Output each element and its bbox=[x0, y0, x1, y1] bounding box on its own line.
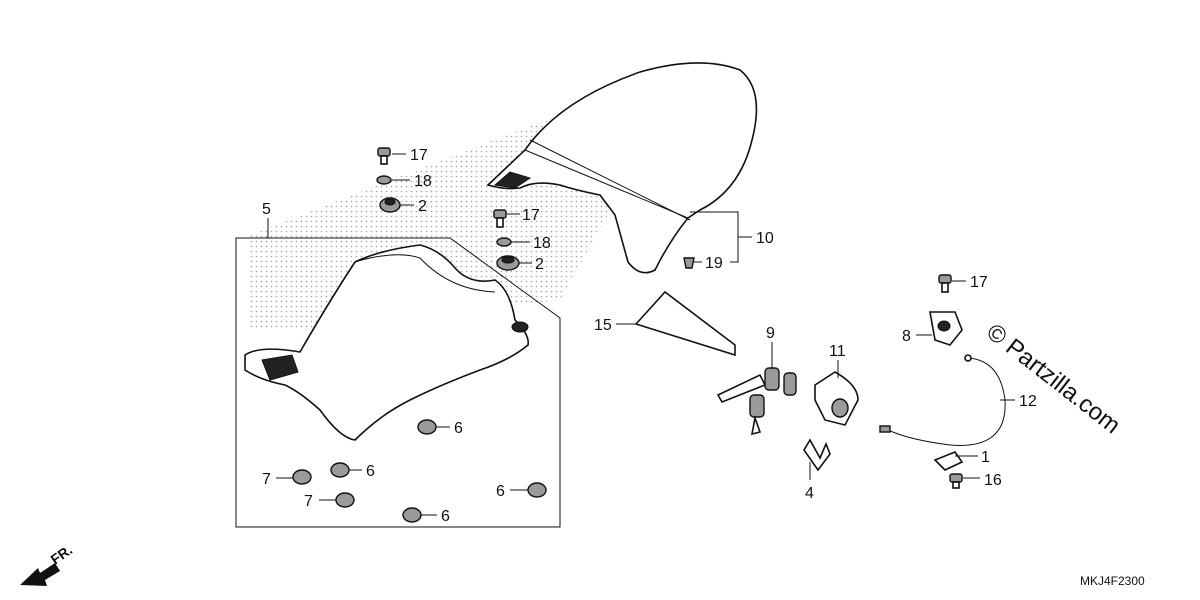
bracket-1[interactable] bbox=[933, 451, 964, 471]
callout-17-upper: 17 bbox=[410, 147, 428, 164]
bolt-17-middle[interactable] bbox=[493, 209, 507, 228]
cushion-7-b[interactable] bbox=[335, 492, 355, 508]
cushion-7-a[interactable] bbox=[292, 469, 312, 485]
front-seat-part-5[interactable] bbox=[244, 244, 530, 441]
callout-11: 11 bbox=[829, 343, 846, 360]
callout-7-b: 7 bbox=[304, 493, 313, 510]
callout-9: 9 bbox=[766, 325, 775, 342]
callout-5: 5 bbox=[262, 201, 271, 218]
cover-11[interactable] bbox=[814, 371, 859, 426]
washer-18-upper[interactable] bbox=[376, 175, 392, 185]
callout-2-upper: 2 bbox=[418, 198, 427, 215]
callout-19: 19 bbox=[705, 255, 723, 272]
diagram-code: MKJ4F2300 bbox=[1080, 574, 1145, 588]
latch-8[interactable] bbox=[929, 274, 963, 346]
cushion-6-c[interactable] bbox=[527, 482, 547, 498]
callout-labels: 17 18 2 5 17 18 2 10 19 15 9 11 4 6 6 6 … bbox=[262, 147, 1037, 525]
callout-2-middle: 2 bbox=[535, 256, 544, 273]
callout-17-middle: 17 bbox=[522, 207, 540, 224]
front-direction-label: FR. bbox=[48, 541, 76, 567]
callout-6-d: 6 bbox=[441, 508, 450, 525]
callout-6-a: 6 bbox=[454, 420, 463, 437]
cable-12[interactable] bbox=[879, 354, 1006, 446]
cushion-6-d[interactable] bbox=[402, 507, 422, 523]
callout-10: 10 bbox=[756, 230, 774, 247]
cushion-6-a[interactable] bbox=[417, 419, 437, 435]
grommet-2-middle[interactable] bbox=[496, 255, 520, 271]
callout-18-upper: 18 bbox=[414, 173, 432, 190]
callout-12: 12 bbox=[1019, 393, 1037, 410]
front-direction-indicator: FR. bbox=[20, 541, 75, 586]
cushions bbox=[292, 419, 547, 523]
callout-16: 16 bbox=[984, 472, 1002, 489]
callout-6-c: 6 bbox=[496, 483, 505, 500]
leader-lines bbox=[267, 153, 1015, 516]
clip-19[interactable] bbox=[683, 257, 695, 269]
washer-18-middle[interactable] bbox=[496, 237, 512, 247]
cushion-6-b[interactable] bbox=[330, 462, 350, 478]
group-bracket-5 bbox=[235, 237, 561, 528]
callout-1: 1 bbox=[981, 449, 990, 466]
callout-17-right: 17 bbox=[970, 274, 988, 291]
strap-15[interactable] bbox=[634, 290, 736, 357]
callout-15: 15 bbox=[594, 317, 612, 334]
callout-18-middle: 18 bbox=[533, 235, 551, 252]
callout-6-b: 6 bbox=[366, 463, 375, 480]
spring-clip-4[interactable] bbox=[803, 438, 831, 472]
callout-7-a: 7 bbox=[262, 471, 271, 488]
callout-4: 4 bbox=[805, 485, 814, 502]
bolt-16[interactable] bbox=[949, 473, 963, 489]
bolt-17-upper[interactable] bbox=[377, 147, 391, 165]
callout-8: 8 bbox=[902, 328, 911, 345]
grommet-2-upper[interactable] bbox=[379, 197, 401, 213]
key-lock-set-9[interactable] bbox=[716, 367, 797, 436]
front-arrow-icon bbox=[20, 563, 60, 586]
rear-seat-part-10[interactable] bbox=[486, 62, 758, 274]
